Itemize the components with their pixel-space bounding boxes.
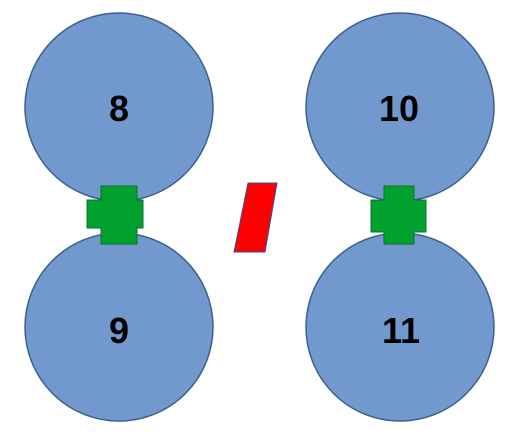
plus-sign-left [86,185,144,245]
left-group: 8 9 [24,12,214,422]
divide-sign [233,182,278,253]
plus-sign-right [370,185,427,245]
circle-label-top-left: 8 [109,88,129,129]
circle-label-bottom-right: 11 [382,310,420,351]
circle-label-bottom-left: 9 [109,310,129,351]
circle-label-top-right: 10 [379,88,419,129]
right-group: 10 11 [305,12,495,422]
